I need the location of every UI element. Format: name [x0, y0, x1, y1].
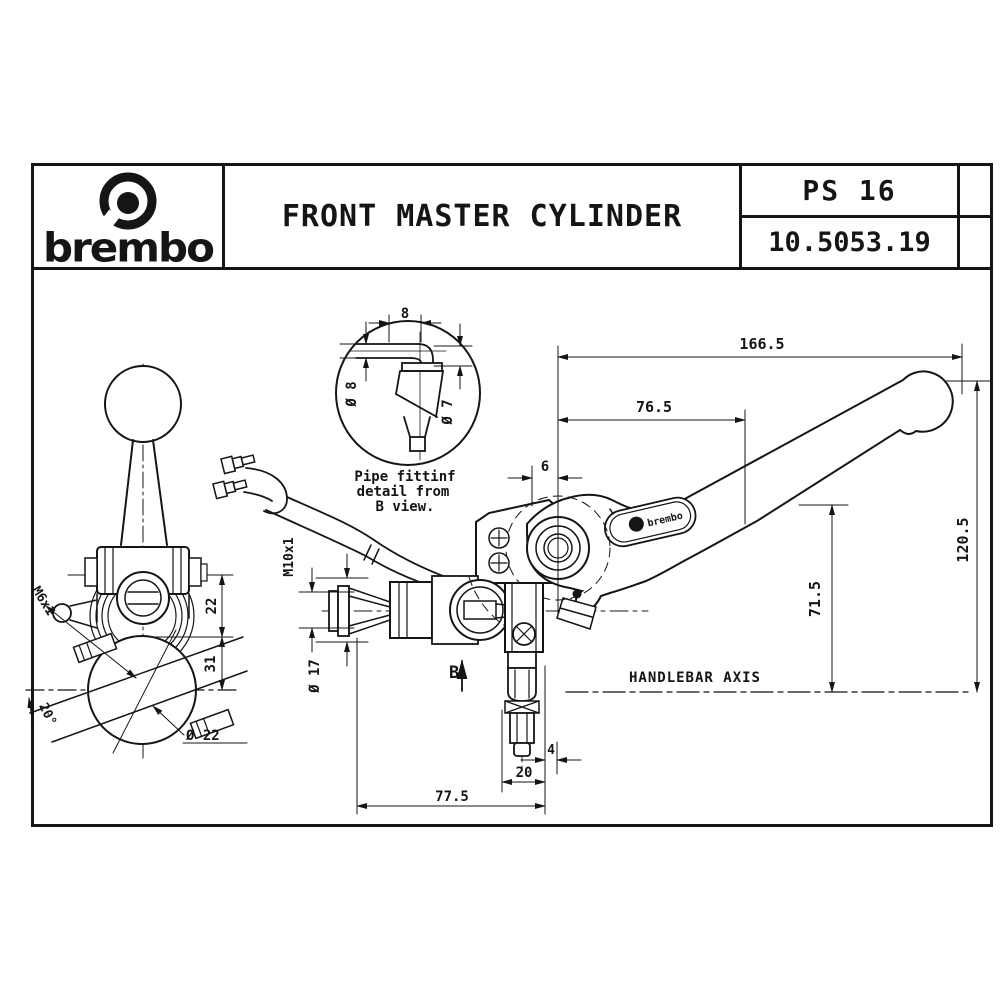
- dim-120-5: 120.5: [954, 517, 972, 562]
- plan-view: brembo: [282, 335, 991, 815]
- title-block: brembo FRONT MASTER CYLINDER PS 16 10.50…: [34, 166, 990, 270]
- detail-caption-line1: Pipe fittinf: [354, 469, 455, 485]
- drawing-title: FRONT MASTER CYLINDER: [281, 199, 683, 234]
- detail-caption-line2: detail from: [357, 484, 450, 500]
- view-b-label: B: [449, 663, 459, 683]
- dim-77-5: 77.5: [435, 789, 469, 805]
- dim-6: 6: [541, 459, 549, 475]
- dim-4: 4: [547, 743, 555, 758]
- part-number: 10.5053.19: [768, 227, 931, 258]
- handlebar-axis-label: HANDLEBAR AXIS: [629, 670, 761, 686]
- dim-166-5: 166.5: [739, 335, 784, 353]
- detail-circle: [335, 320, 481, 466]
- plan-view-dimensions: [298, 343, 991, 815]
- brand-logo: brembo: [34, 166, 225, 267]
- title-cell: FRONT MASTER CYLINDER: [225, 166, 742, 267]
- lever-logo-disc: [628, 516, 644, 532]
- front-view-dimensions: [27, 574, 248, 744]
- brake-lever: [525, 370, 954, 612]
- dim-20deg: 20°: [35, 701, 59, 729]
- part-cell: PS 16 10.5053.19: [742, 166, 960, 267]
- port-barrel: [389, 581, 433, 639]
- dim-m10x1: M10x1: [282, 537, 297, 576]
- dim-20: 20: [516, 765, 533, 781]
- dim-dia7: Ø 7: [440, 399, 456, 425]
- brand-wordmark: brembo: [43, 223, 215, 271]
- dim-22: 22: [204, 598, 220, 615]
- model-code: PS 16: [802, 174, 897, 207]
- dim-31: 31: [203, 656, 219, 673]
- dim-dia8: Ø 8: [344, 381, 360, 407]
- lever-ball-front: [104, 365, 182, 443]
- dim-71-5: 71.5: [806, 581, 824, 617]
- brembo-emblem-icon: [97, 172, 157, 233]
- drawing-frame: brembo FRONT MASTER CYLINDER PS 16 10.50…: [31, 163, 993, 827]
- front-view: 22 31 M6x1 20° Ø 22: [25, 363, 248, 761]
- pipe-fitting-detail: 8 Ø 8 Ø 7 Pipe fittinf detail from B vie…: [335, 306, 481, 515]
- lever-slot: brembo: [604, 496, 697, 548]
- outlet-port: [504, 651, 540, 757]
- dim-8: 8: [401, 306, 409, 322]
- dim-76-5: 76.5: [636, 398, 672, 416]
- hose-fitting-bolts: [220, 454, 256, 475]
- dim-dia17: Ø 17: [307, 659, 323, 694]
- edge-strip: [960, 166, 990, 267]
- dim-dia22: Ø 22: [185, 728, 220, 744]
- detail-caption-line3: B view.: [375, 499, 434, 515]
